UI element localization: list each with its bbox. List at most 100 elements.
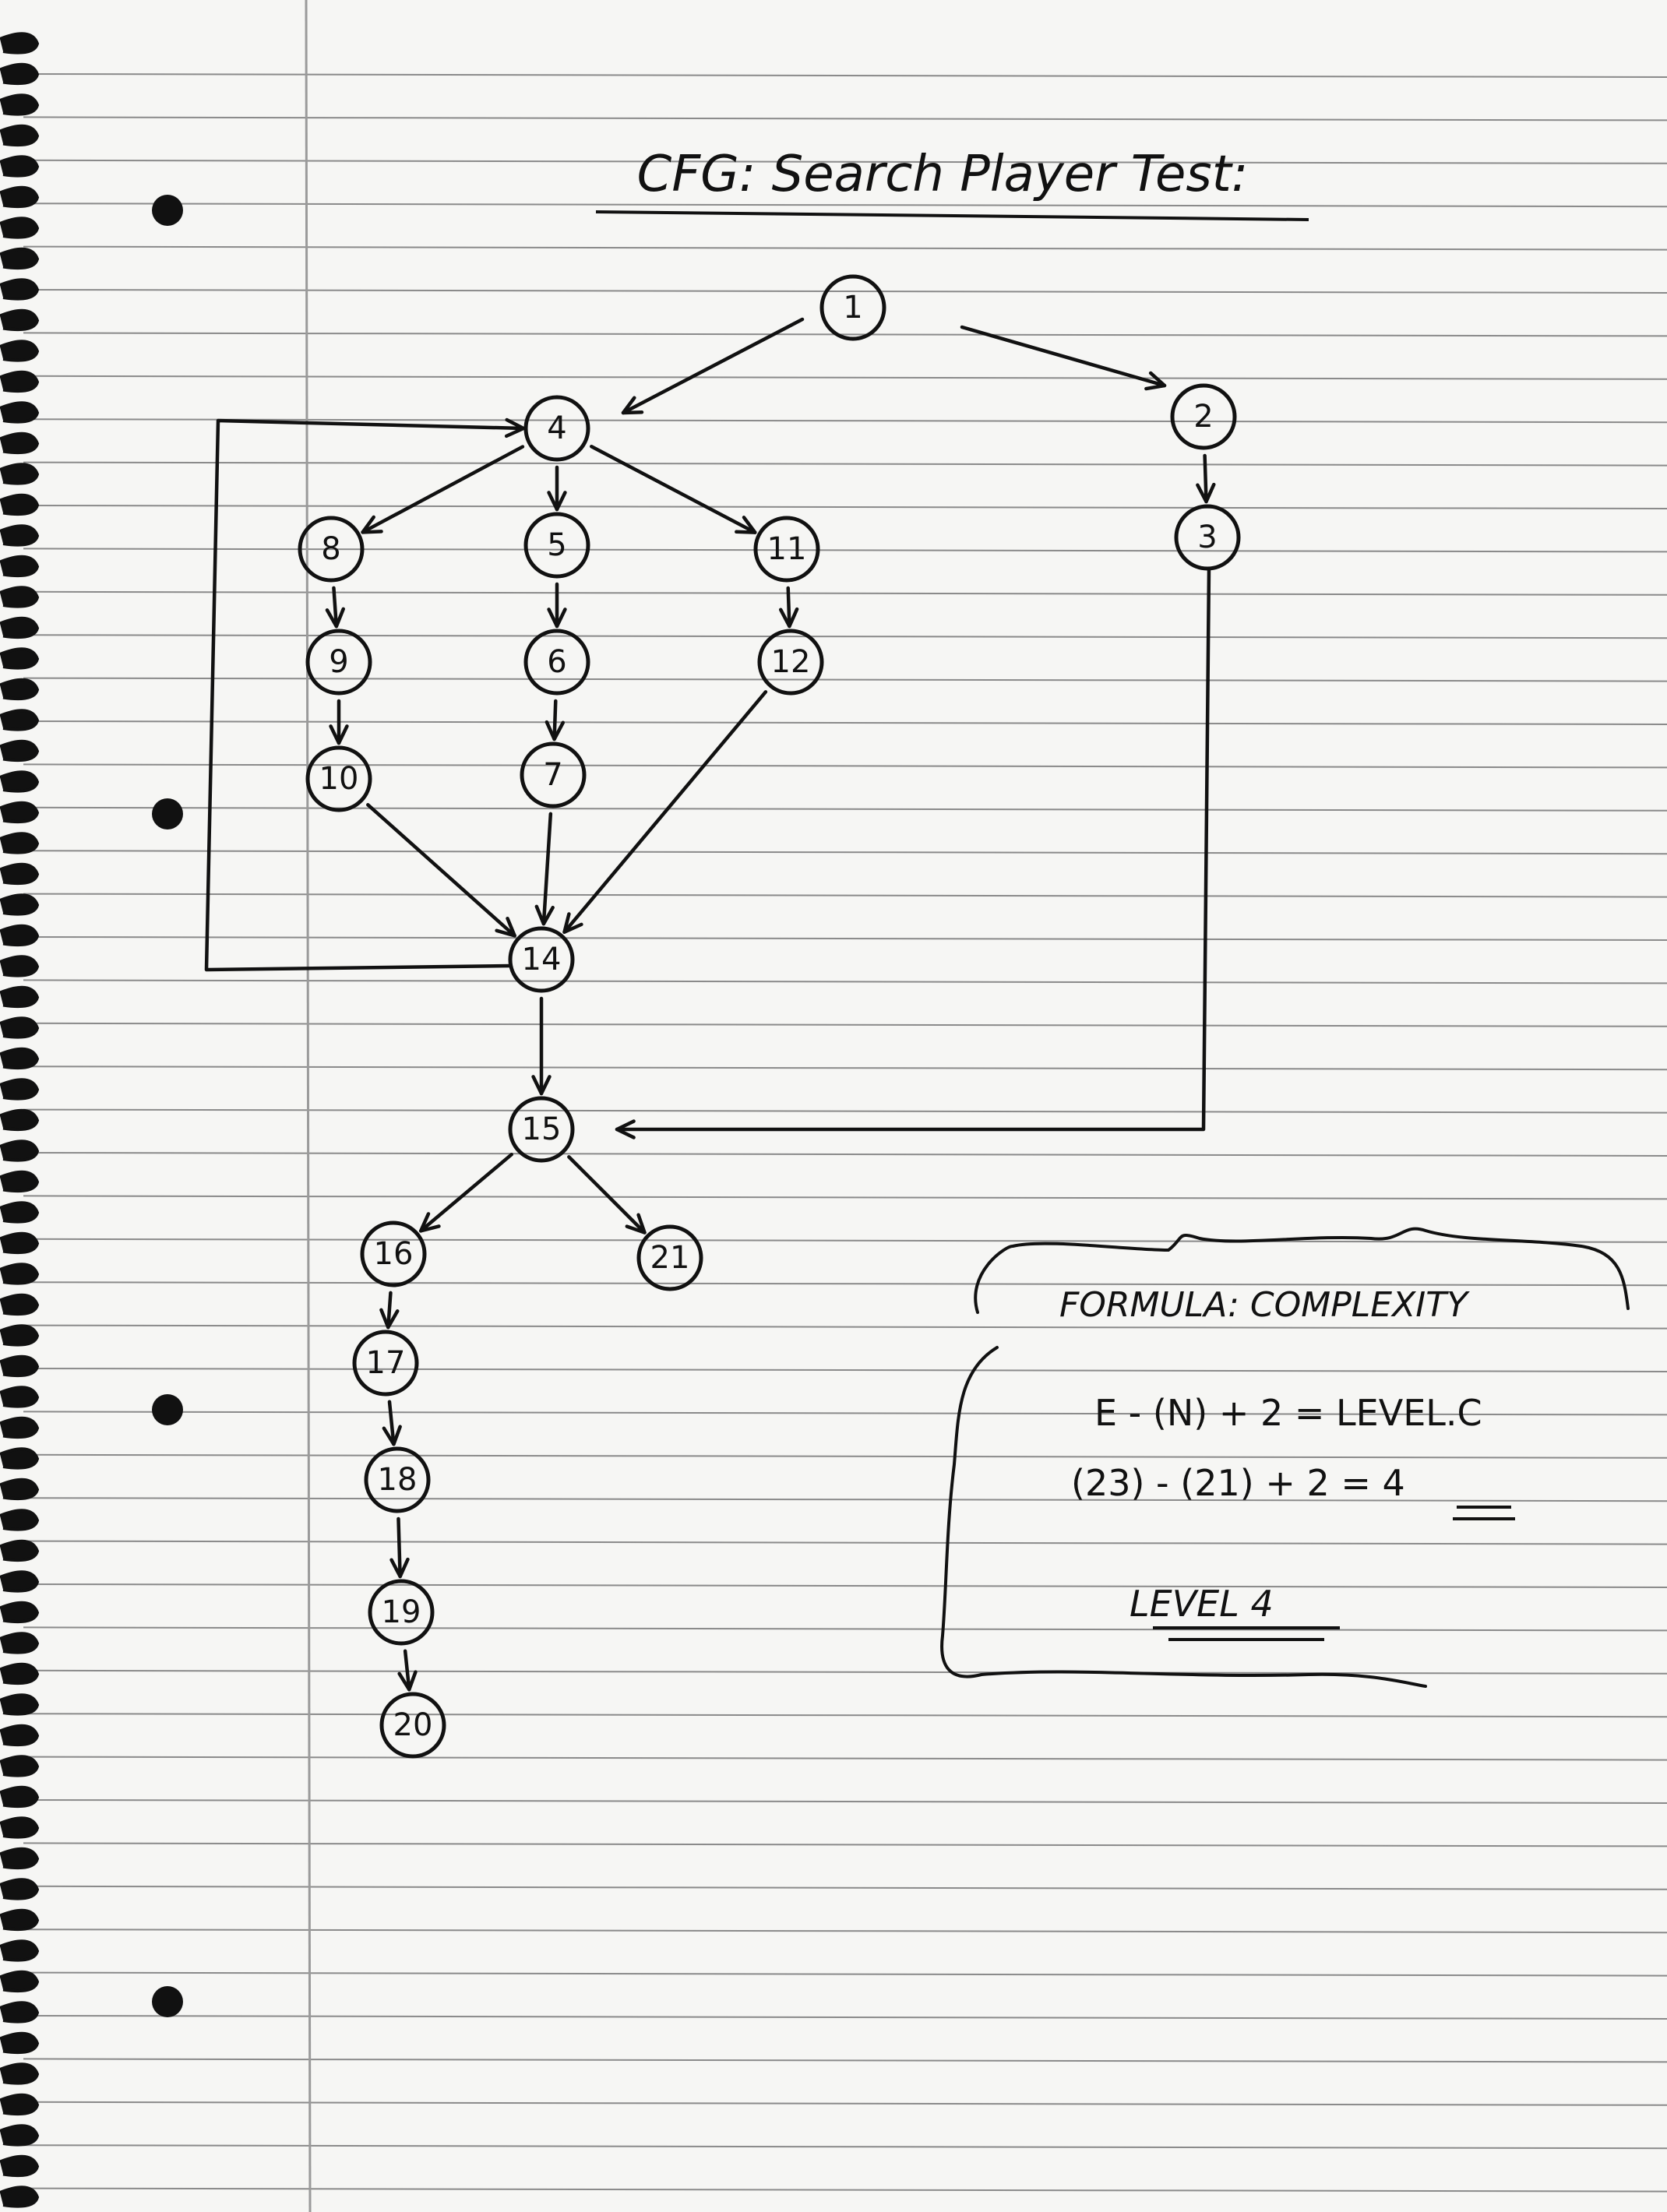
ruled-line [23, 806, 1667, 812]
spiral-ring [0, 62, 40, 86]
node-12: 12 [757, 629, 824, 696]
spiral-ring [0, 1816, 40, 1839]
spiral-ring [0, 1139, 40, 1162]
arrowhead-8-to-9 [325, 607, 346, 629]
ruled-line [23, 677, 1667, 682]
node-label: 12 [771, 644, 811, 680]
ruled-line [23, 893, 1667, 898]
ruled-line [23, 590, 1667, 596]
node-label: 2 [1193, 399, 1213, 435]
spiral-ring [0, 1078, 40, 1101]
node-label: 20 [393, 1707, 433, 1743]
edge-15-to-21 [567, 1155, 647, 1235]
title-underline [595, 210, 1309, 221]
ruled-line [23, 505, 1667, 509]
arrowhead-12-to-14 [562, 912, 583, 934]
ruled-line [23, 1195, 1667, 1200]
spiral-ring [0, 431, 40, 455]
edge-10-to-14 [366, 803, 516, 938]
node-label: 15 [522, 1111, 562, 1147]
node-circle [523, 629, 590, 696]
ruled-line [23, 1928, 1667, 1934]
spiral-ring [0, 1693, 40, 1716]
edge-3-to-15 [615, 566, 1211, 1132]
node-circle [352, 1330, 419, 1397]
node-label: 6 [547, 644, 566, 680]
edge-2-to-3 [1203, 453, 1208, 504]
note-formula: E - (N) + 2 = LEVEL.C [1094, 1392, 1482, 1434]
ruled-line [23, 1368, 1667, 1372]
ruled-line [23, 1971, 1667, 1977]
spiral-ring [0, 770, 40, 793]
node-circle [379, 1692, 446, 1759]
edge-4-to-11 [590, 445, 757, 534]
ruled-line [23, 979, 1667, 984]
ruled-line [23, 203, 1667, 208]
ruled-line [23, 375, 1667, 380]
spiral-ring [0, 1878, 40, 1900]
node-circle [305, 629, 372, 696]
node-circle [298, 516, 365, 583]
spiral-ring [0, 1785, 40, 1809]
spiral-ring [0, 370, 40, 393]
ruled-line [23, 1669, 1667, 1675]
spiral-ring [0, 1170, 40, 1193]
spiral-ring [0, 1231, 40, 1255]
spiral-ring [0, 1016, 40, 1039]
ruled-line [23, 2101, 1667, 2106]
edge-12-to-14 [562, 690, 768, 934]
ruled-line [23, 2144, 1667, 2150]
node-circle [753, 516, 820, 583]
node-10: 10 [305, 745, 372, 812]
spiral-ring [0, 340, 40, 362]
ruled-line [23, 936, 1667, 941]
ruled-line [23, 1411, 1667, 1416]
node-21: 21 [636, 1224, 703, 1291]
arrowhead-2-to-3 [1196, 482, 1216, 504]
spiral-ring [0, 2001, 40, 2024]
arrowhead-4-to-5 [547, 491, 567, 512]
ruled-line [23, 1324, 1667, 1330]
spiral-ring [0, 1908, 40, 1932]
binder-hole [152, 195, 183, 226]
node-15: 15 [508, 1096, 575, 1163]
edge-11-to-12 [786, 586, 791, 629]
edge-6-to-7 [552, 699, 558, 741]
node-6: 6 [523, 629, 590, 696]
arrowhead-7-to-14 [534, 904, 555, 926]
node-circle [523, 512, 590, 579]
ruled-line [23, 116, 1667, 122]
spiral-ring [0, 2062, 40, 2085]
spiral-ring [0, 1539, 40, 1562]
node-label: 19 [382, 1594, 421, 1630]
spiral-ring [0, 401, 40, 424]
note-heading: FORMULA: COMPLEXITY [1059, 1285, 1470, 1325]
spiral-ring [0, 493, 40, 516]
arrowhead-1-to-4 [621, 396, 644, 415]
ruled-line [23, 461, 1667, 467]
node-label: 8 [321, 531, 340, 567]
node-circle [368, 1579, 435, 1646]
arrowhead-15-to-16 [418, 1212, 441, 1233]
node-1: 1 [819, 274, 886, 341]
node-circle [636, 1224, 703, 1291]
node-label: 11 [767, 531, 807, 567]
spiral-ring [0, 247, 40, 270]
node-label: 3 [1197, 520, 1217, 555]
spiral-ring [0, 678, 40, 701]
arrowhead-16-to-17 [379, 1308, 400, 1330]
ruled-line [23, 2058, 1667, 2063]
node-17: 17 [352, 1330, 419, 1397]
node-4: 4 [523, 395, 590, 462]
ruled-line [23, 2187, 1667, 2193]
spiral-ring [0, 308, 40, 332]
node-20: 20 [379, 1692, 446, 1759]
spiral-ring [0, 616, 40, 639]
spiral-ring [0, 1263, 40, 1285]
node-19: 19 [368, 1579, 435, 1646]
node-label: 18 [378, 1462, 418, 1498]
node-label: 5 [547, 527, 566, 563]
spiral-ring [0, 1478, 40, 1501]
spiral-ring [0, 155, 40, 178]
spiral-ring [0, 1662, 40, 1685]
